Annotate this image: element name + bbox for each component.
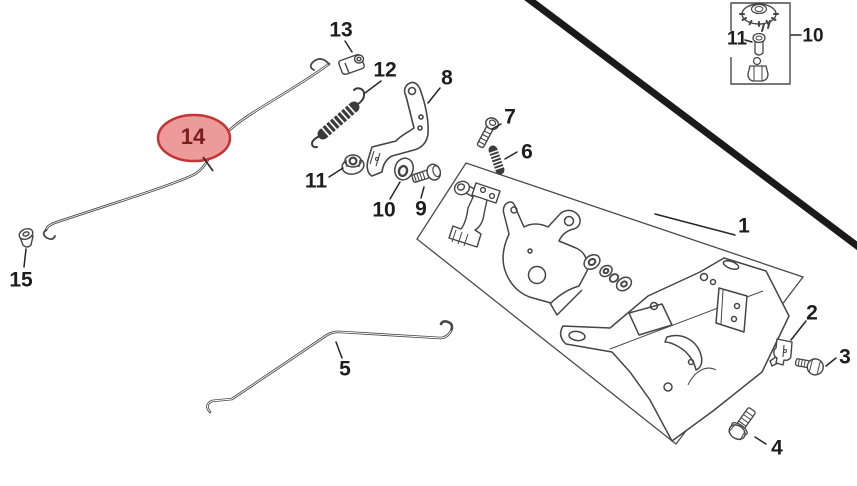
leader-lines xyxy=(23,34,837,445)
callout-14-highlighted[interactable]: 14 xyxy=(180,124,206,149)
callout-2[interactable]: 2 xyxy=(806,301,818,325)
bracket-b xyxy=(502,201,589,316)
callout-1[interactable]: 1 xyxy=(738,214,750,238)
divider-line xyxy=(524,0,857,251)
callout-15[interactable]: 15 xyxy=(9,268,33,292)
assembly-boundary-box xyxy=(416,162,805,445)
part-1-plate xyxy=(559,257,790,442)
callout-9[interactable]: 9 xyxy=(415,197,427,221)
part-2-clip xyxy=(769,338,793,367)
part-9-bolt xyxy=(411,163,442,183)
callout-6[interactable]: 6 xyxy=(521,140,533,164)
washer-set xyxy=(583,254,633,292)
part-6-spring xyxy=(487,145,506,175)
inset-callout-11[interactable]: 11 xyxy=(726,28,748,50)
part-3-bolt xyxy=(794,358,824,376)
highlight-part-14[interactable] xyxy=(156,113,232,172)
callout-8[interactable]: 8 xyxy=(441,66,453,90)
part-15-bushing xyxy=(18,227,34,248)
callout-7[interactable]: 7 xyxy=(504,105,516,129)
governor-gear-icon xyxy=(739,3,779,32)
part-11-nut xyxy=(341,154,365,175)
governor-shaft-icon xyxy=(752,32,766,56)
inset-callout-10[interactable]: 10 xyxy=(802,25,824,47)
callout-5[interactable]: 5 xyxy=(339,357,351,381)
part-4-bolt xyxy=(728,407,756,441)
part-14-rod xyxy=(42,58,331,241)
callout-11[interactable]: 11 xyxy=(304,169,328,193)
governor-pin-icon xyxy=(747,56,769,82)
callout-10[interactable]: 10 xyxy=(372,198,396,222)
callout-4[interactable]: 4 xyxy=(771,436,783,460)
part-13-clamp xyxy=(338,54,365,75)
part-12-spring xyxy=(310,87,366,149)
callout-3[interactable]: 3 xyxy=(839,345,851,369)
callout-12[interactable]: 12 xyxy=(373,58,397,82)
inset-box xyxy=(730,2,791,85)
part-8-lever xyxy=(366,81,429,177)
bracket-a xyxy=(448,182,501,248)
part-5-rod xyxy=(206,320,454,414)
part-7-screw xyxy=(476,117,500,149)
part-10-washer xyxy=(394,157,414,181)
callout-13[interactable]: 13 xyxy=(329,18,353,42)
